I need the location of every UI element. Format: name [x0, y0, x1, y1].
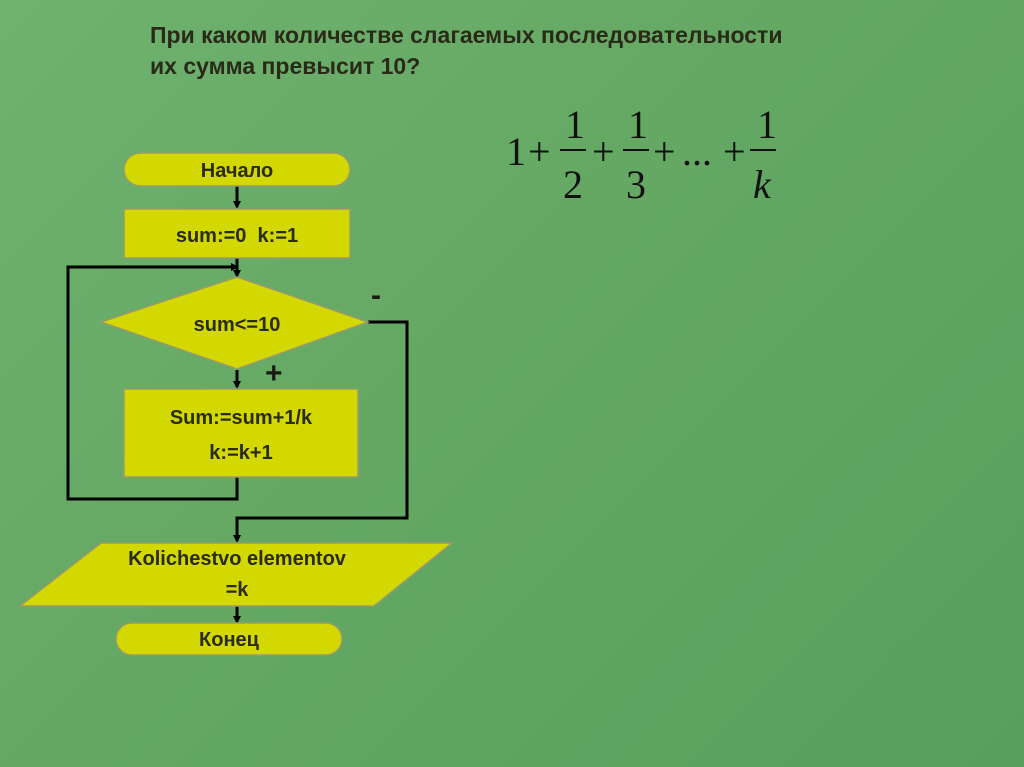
formula-plus-1: + — [528, 129, 551, 174]
body-process — [123, 388, 359, 478]
output-parallelogram — [17, 542, 455, 607]
formula-numerator-2: 1 — [628, 105, 648, 147]
question-title: При каком количестве слагаемых последова… — [150, 20, 970, 82]
body-line-2: k:=k+1 — [209, 442, 272, 464]
formula-plus-4: + — [723, 129, 746, 174]
body-line-1: Sum:=sum+1/k — [170, 407, 313, 429]
no-branch-label: - — [371, 279, 381, 312]
formula-denominator-3: 3 — [626, 162, 646, 207]
formula-numerator-k: 1 — [757, 105, 777, 147]
series-formula: 1 + 1 2 + 1 3 + ... + 1 k — [506, 105, 777, 207]
formula-ellipsis: ... — [682, 129, 712, 174]
condition-label: sum<=10 — [194, 314, 281, 336]
formula-denominator-k: k — [753, 162, 772, 207]
flow-connectors — [66, 186, 409, 624]
yes-branch-label: + — [265, 357, 283, 390]
formula-numerator-1: 1 — [565, 105, 585, 147]
end-terminator — [115, 622, 343, 656]
question-line-2: их сумма превысит 10? — [150, 53, 421, 79]
formula-plus-3: + — [653, 129, 676, 174]
formula-denominator-2: 2 — [563, 162, 583, 207]
start-label: Начало — [201, 160, 273, 182]
output-line-1: Kolichestvo elementov — [128, 548, 347, 570]
loop-back-connector — [66, 263, 239, 501]
condition-decision — [98, 276, 371, 370]
formula-term-1: 1 — [506, 129, 526, 174]
init-label: sum:=0 k:=1 — [176, 225, 298, 247]
question-line-1: При каком количестве слагаемых последова… — [150, 22, 783, 48]
start-terminator — [123, 152, 351, 187]
formula-plus-2: + — [592, 129, 615, 174]
output-line-2: =k — [226, 579, 250, 601]
end-label: Конец — [199, 629, 260, 651]
exit-connector — [233, 320, 409, 543]
init-process — [123, 208, 351, 259]
